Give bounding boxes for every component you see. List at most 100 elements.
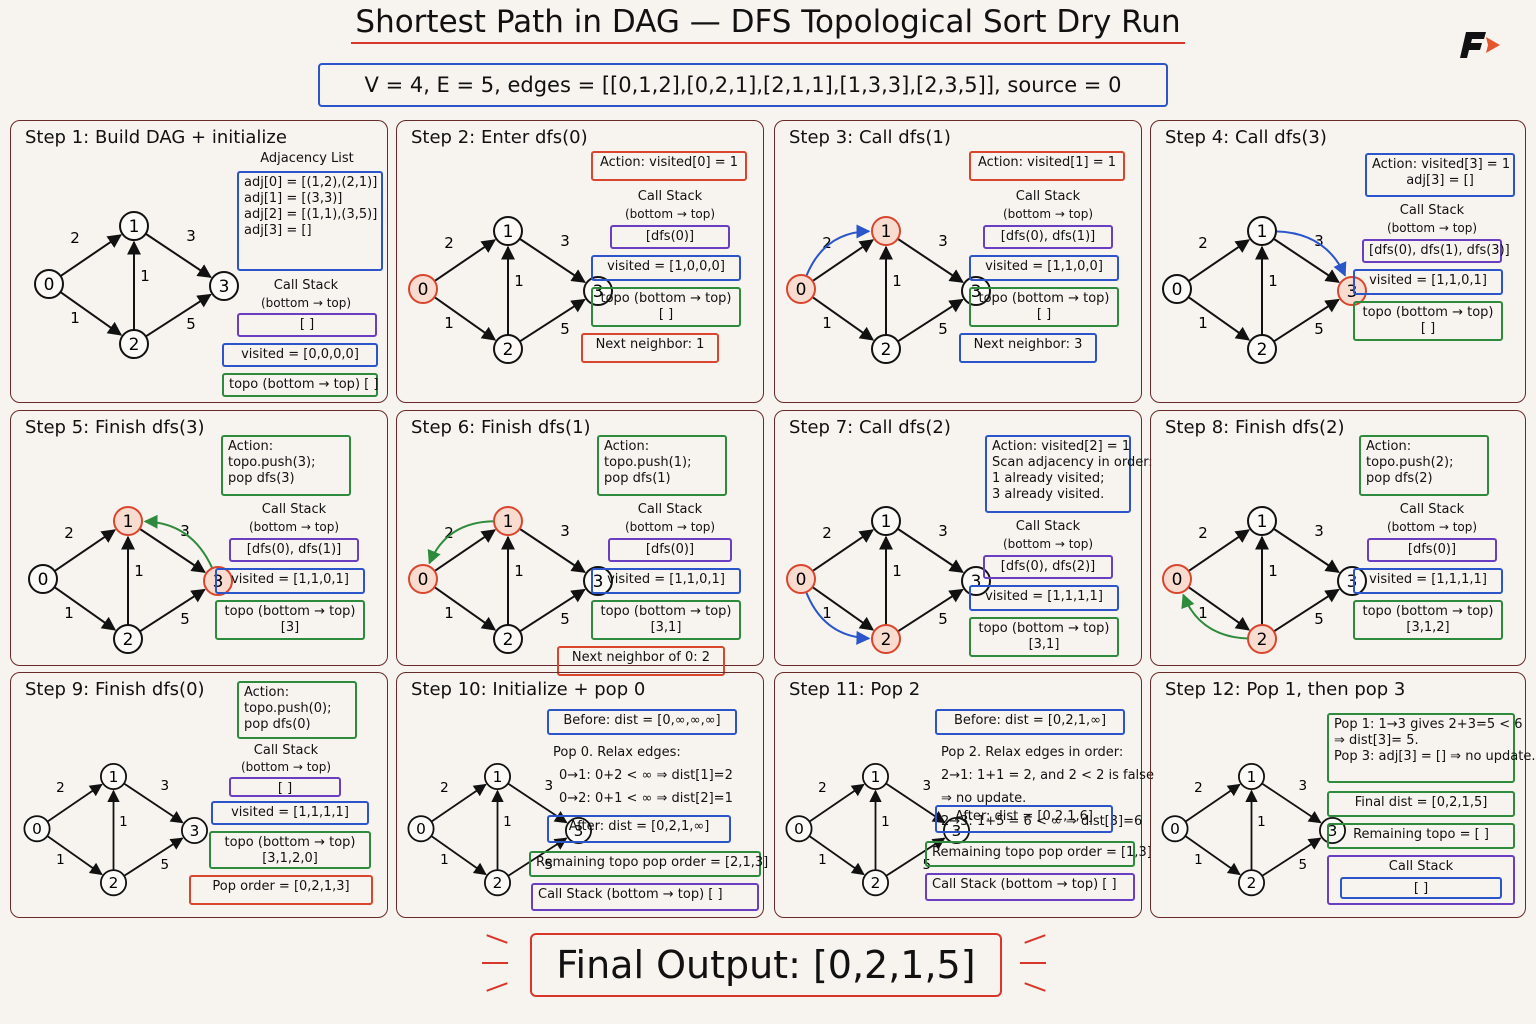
visited-box: visited = [0,0,0,0] bbox=[222, 343, 378, 367]
relaxation-note-line: 0→1: 0+2 < ∞ ⇒ dist[1]=2 bbox=[559, 768, 733, 783]
node-2 bbox=[871, 624, 901, 654]
edge-weight-2-3: 5 bbox=[560, 320, 570, 338]
final-dist-box: Final dist = [0,2,1,5] bbox=[1327, 791, 1515, 817]
edge-weight-0-2: 1 bbox=[440, 852, 449, 868]
step-title: Step 10: Initialize + pop 0 bbox=[411, 679, 646, 700]
after-dist-box: After: dist = [0,2,1,∞] bbox=[547, 815, 731, 843]
node-label-0: 0 bbox=[38, 570, 49, 590]
relaxation-note-line: ⇒ no update. bbox=[941, 791, 1027, 806]
node-3 bbox=[943, 817, 971, 845]
topo-value: [ ] bbox=[1036, 307, 1052, 322]
call-stack-label: Call Stack bbox=[1015, 519, 1081, 534]
node-1 bbox=[484, 763, 512, 791]
node-label-0: 0 bbox=[418, 570, 429, 590]
node-0 bbox=[1161, 815, 1189, 843]
edge-0-1 bbox=[434, 529, 496, 572]
topo-box: topo (bottom → top)[3] bbox=[215, 600, 365, 640]
edge-weight-2-1: 1 bbox=[140, 267, 150, 285]
call-stack-box: [dfs(0), dfs(2)] bbox=[983, 555, 1113, 579]
relaxation-notes: Pop 2. Relax edges in order:2→1: 1+1 = 2… bbox=[941, 741, 1154, 833]
topo-label: topo (bottom → top) bbox=[978, 291, 1110, 306]
node-1 bbox=[100, 763, 128, 791]
call-stack-box: [ ] bbox=[237, 313, 377, 337]
call-stack-sublabel: (bottom → top) bbox=[1002, 207, 1094, 221]
node-2 bbox=[1247, 624, 1277, 654]
node-2 bbox=[484, 869, 512, 897]
node-1 bbox=[493, 506, 523, 536]
edge-weight-2-3: 5 bbox=[1299, 857, 1308, 873]
action-box-line: topo.push(2); bbox=[1366, 455, 1454, 470]
edge-weight-1-3: 3 bbox=[1299, 778, 1308, 794]
edge-weight-0-2: 1 bbox=[822, 314, 832, 332]
action-box: Action: visited[0] = 1 bbox=[591, 151, 747, 181]
step-title: Step 11: Pop 2 bbox=[789, 679, 921, 700]
node-2 bbox=[862, 869, 890, 897]
relaxation-notes-line: ⇒ dist[3]= 5. bbox=[1334, 733, 1419, 748]
node-label-3: 3 bbox=[574, 822, 584, 840]
node-label-0: 0 bbox=[44, 275, 55, 295]
topo-box: topo (bottom → top)[ ] bbox=[591, 287, 741, 327]
node-0 bbox=[28, 564, 58, 594]
topo-box: topo (bottom → top)[3,1] bbox=[591, 600, 741, 640]
call-stack-box: [dfs(0), dfs(1), dfs(3)] bbox=[1362, 239, 1510, 263]
call-stack-value: [ ] bbox=[1340, 877, 1502, 899]
edge-weight-1-3: 3 bbox=[560, 522, 570, 540]
edge-2-3 bbox=[519, 588, 586, 633]
edge-weight-0-1: 2 bbox=[1198, 234, 1208, 252]
dfs-call-arrow bbox=[805, 591, 871, 645]
node-1 bbox=[113, 506, 143, 536]
call-stack-sublabel: (bottom → top) bbox=[1386, 520, 1478, 534]
brand-logo-icon bbox=[1460, 32, 1500, 58]
remaining-topo-box: Remaining topo pop order = [2,1,3] bbox=[529, 851, 768, 877]
edge-weight-2-1: 1 bbox=[1268, 562, 1278, 580]
topo-value: [3,1,2,0] bbox=[262, 851, 318, 866]
action-box-line: Action: bbox=[1366, 439, 1412, 454]
topo-value: [ ] bbox=[658, 307, 674, 322]
node-1 bbox=[1238, 763, 1266, 791]
node-label-1: 1 bbox=[1257, 512, 1268, 532]
node-0 bbox=[1162, 274, 1192, 304]
node-1 bbox=[493, 216, 523, 246]
edge-weight-0-1: 2 bbox=[56, 780, 65, 796]
edge-1-3 bbox=[897, 237, 964, 283]
topo-label: topo (bottom → top) bbox=[600, 291, 732, 306]
action-box-line: adj[3] = [] bbox=[1406, 173, 1474, 188]
edge-0-1 bbox=[430, 783, 487, 823]
action-box-line: pop dfs(0) bbox=[244, 717, 311, 732]
node-1 bbox=[119, 211, 149, 241]
topo-value: [3,1] bbox=[1028, 637, 1060, 652]
node-0 bbox=[23, 815, 51, 843]
step-title: Step 4: Call dfs(3) bbox=[1165, 127, 1327, 148]
edge-weight-0-1: 2 bbox=[822, 234, 832, 252]
edge-weight-0-1: 2 bbox=[818, 780, 827, 796]
edge-2-3 bbox=[519, 298, 586, 343]
node-2 bbox=[493, 624, 523, 654]
call-stack-box: [ ] bbox=[229, 777, 341, 797]
edge-1-3 bbox=[1273, 527, 1340, 573]
dfs-return-arrow bbox=[427, 520, 495, 565]
relaxation-note-line: 0→2: 0+1 < ∞ ⇒ dist[2]=1 bbox=[559, 791, 733, 806]
dfs-call-arrow bbox=[805, 224, 871, 277]
edge-0-1 bbox=[812, 529, 874, 572]
edge-0-1 bbox=[812, 239, 874, 282]
edge-weight-2-3: 5 bbox=[186, 315, 196, 333]
step-title: Step 2: Enter dfs(0) bbox=[411, 127, 588, 148]
edge-0-2 bbox=[811, 586, 875, 631]
dfs-call-arrow bbox=[1275, 230, 1347, 277]
node-label-3: 3 bbox=[593, 572, 604, 592]
edge-weight-1-3: 3 bbox=[186, 227, 196, 245]
relaxation-note-line: 2→1: 1+1 = 2, and 2 < 2 is false bbox=[941, 768, 1154, 783]
edge-2-3 bbox=[507, 837, 568, 877]
edge-weight-0-2: 1 bbox=[1198, 604, 1208, 622]
node-0 bbox=[786, 564, 816, 594]
edge-2-3 bbox=[897, 588, 964, 633]
